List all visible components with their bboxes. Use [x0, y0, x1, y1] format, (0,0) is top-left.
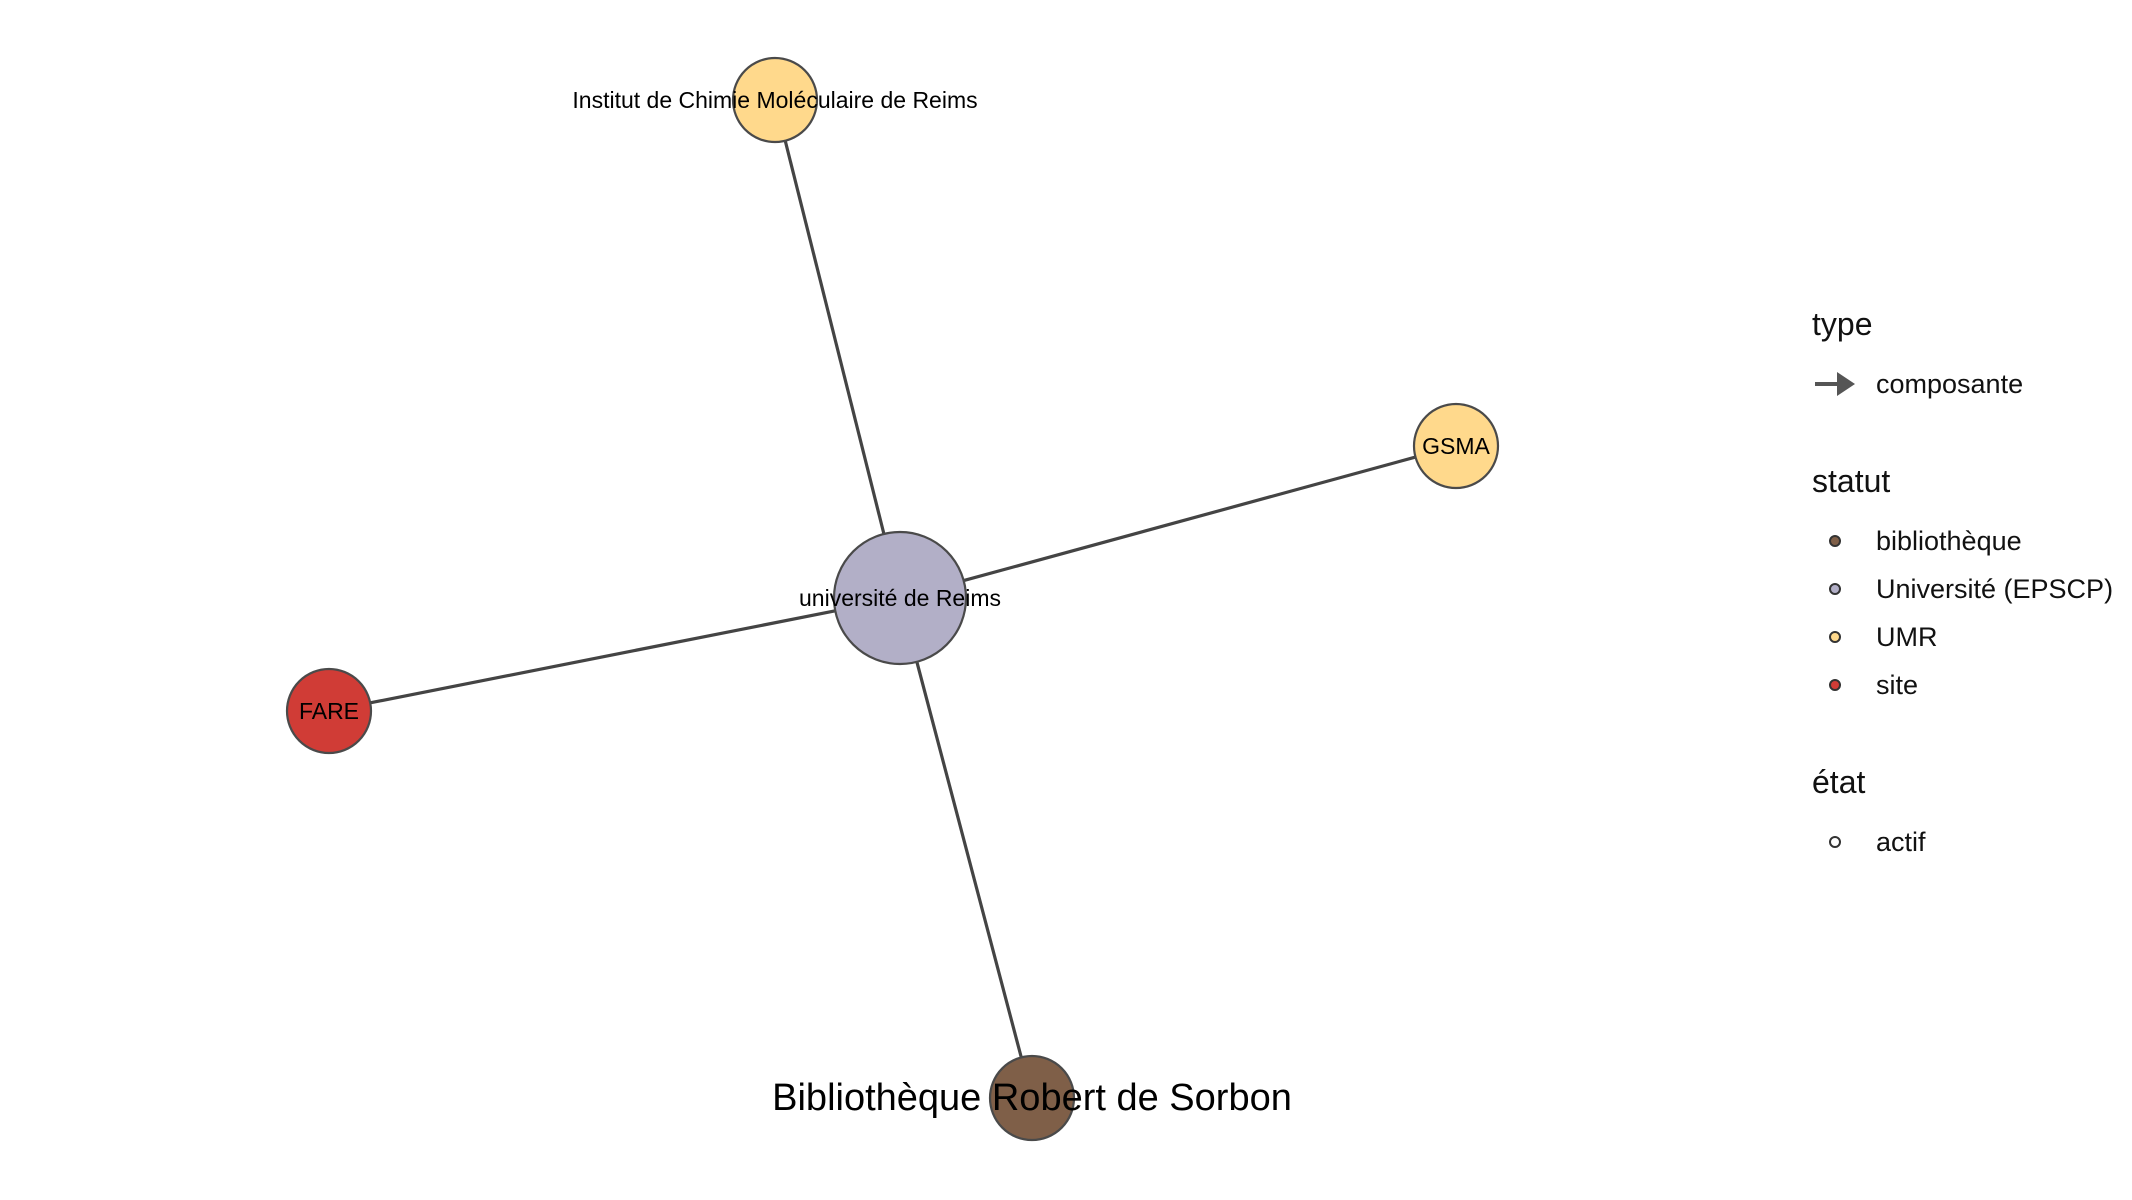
legend-label-universite: Université (EPSCP)	[1876, 573, 2114, 604]
node-univ: université de Reims	[799, 530, 1001, 666]
node-circle-icmr	[731, 56, 819, 144]
node-label-univ: université de Reims	[799, 585, 1001, 611]
node-circle-gsma	[1412, 402, 1500, 490]
site-dot-icon	[1829, 679, 1841, 691]
nodes-layer: université de Reims Institut de Chimie Mo…	[285, 56, 1500, 1142]
edge-univ-icmr	[783, 140, 886, 535]
legend-label-actif: actif	[1876, 826, 1926, 857]
node-label-brs: Bibliothèque Robert de Sorbon	[772, 1077, 1292, 1119]
legend-title-statut: statut	[1812, 463, 1891, 499]
legend-item-composante: composante	[1812, 360, 2122, 408]
node-icmr: Institut de Chimie Moléculaire de Reims	[572, 56, 978, 144]
bibliotheque-dot-icon	[1829, 535, 1841, 547]
node-label-icmr: Institut de Chimie Moléculaire de Reims	[572, 87, 977, 113]
edge-univ-brs	[915, 661, 1023, 1058]
node-label-fare: FARE	[299, 698, 359, 724]
node-fare: FARE	[285, 667, 373, 755]
legend-item-actif: actif	[1812, 818, 2122, 866]
legend-item-site: site	[1812, 661, 2122, 709]
node-circle-brs	[988, 1054, 1076, 1142]
actif-dot-icon	[1829, 836, 1841, 848]
node-circle-fare	[285, 667, 373, 755]
legend-group-etat: état actif	[1812, 764, 2122, 866]
node-circle-univ	[832, 530, 968, 666]
legend-title-type: type	[1812, 306, 1873, 342]
legend-label-umr: UMR	[1876, 621, 1938, 652]
legend-group-type: type composante	[1812, 306, 2122, 408]
universite-dot-icon	[1829, 583, 1841, 595]
legend-title-etat: état	[1812, 764, 1866, 800]
legend-item-bibliotheque: bibliothèque	[1812, 517, 2122, 565]
legend-label-composante: composante	[1876, 368, 2024, 399]
edge-univ-fare	[369, 609, 836, 705]
legend-item-umr: UMR	[1812, 613, 2122, 661]
legend-label-bibliotheque: bibliothèque	[1876, 525, 2022, 556]
node-brs: Bibliothèque Robert de Sorbon	[772, 1054, 1292, 1142]
edge-univ-gsma	[963, 455, 1416, 583]
node-label-gsma: GSMA	[1422, 433, 1490, 459]
legend-label-site: site	[1876, 669, 1919, 700]
arrow-icon	[1812, 360, 1858, 408]
edges-layer	[369, 140, 1416, 1058]
legend-group-statut: statut bibliothèque Université (EPSCP) U…	[1812, 463, 2122, 709]
node-gsma: GSMA	[1412, 402, 1500, 490]
legend: type composante statut bibliothèque Univ…	[1812, 306, 2122, 921]
legend-item-universite: Université (EPSCP)	[1812, 565, 2122, 613]
umr-dot-icon	[1829, 631, 1841, 643]
